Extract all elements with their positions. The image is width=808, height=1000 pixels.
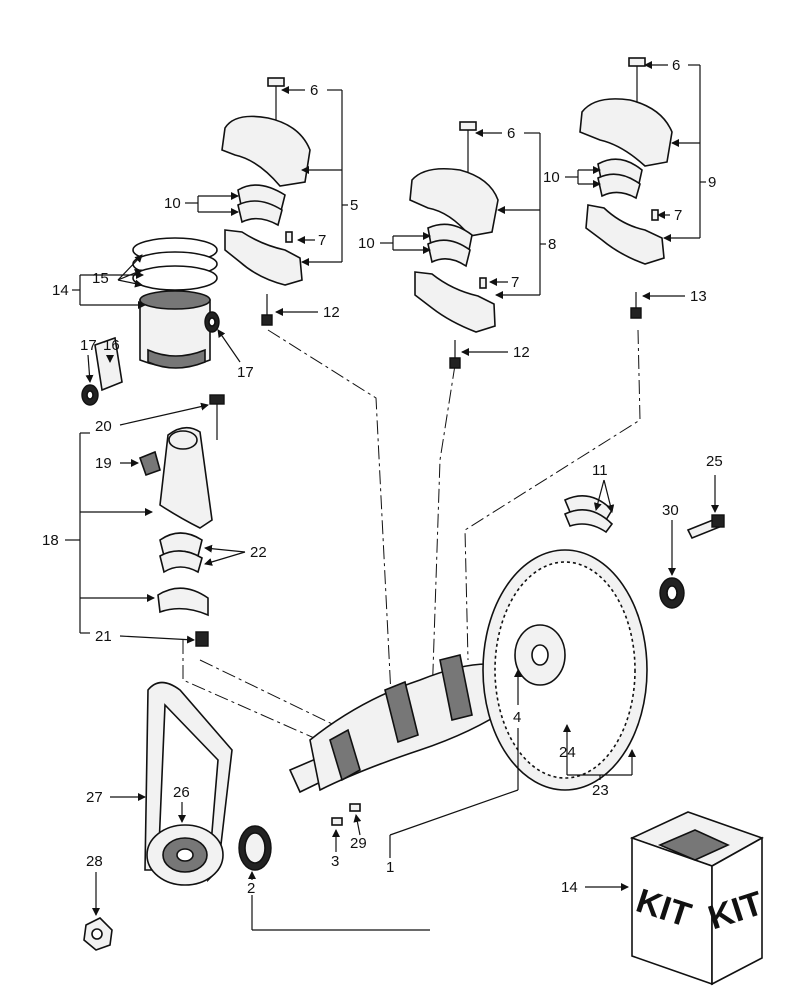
main-bearing-cap-8: [409, 121, 499, 369]
callout-7: 7: [674, 207, 682, 224]
callout-3: 3: [331, 853, 339, 870]
callout-6: 6: [310, 82, 318, 99]
callout-1: 1: [386, 859, 394, 876]
callout-2: 2: [247, 880, 255, 897]
callout-7: 7: [511, 274, 519, 291]
callout-28: 28: [86, 853, 103, 870]
callout-6: 6: [507, 125, 515, 142]
callout-4: 4: [513, 709, 521, 726]
leader-lines: [65, 61, 719, 931]
flywheel: [482, 549, 648, 791]
callout-13: 13: [690, 288, 707, 305]
belt-and-pulley: [83, 681, 233, 951]
callout-labels: 6 5 10 7 12 6 8 10 7 12 6 9 10 7 13 15 1…: [42, 57, 723, 897]
callout-8: 8: [548, 236, 556, 253]
callout-10: 10: [543, 169, 560, 186]
crankshaft: [238, 646, 523, 871]
callout-18: 18: [42, 532, 59, 549]
callout-27: 27: [86, 789, 103, 806]
callout-17: 17: [237, 364, 254, 381]
callout-21: 21: [95, 628, 112, 645]
callout-15: 15: [92, 270, 109, 287]
callout-12: 12: [513, 344, 530, 361]
callout-17: 17: [80, 337, 97, 354]
alignment-lines: [182, 329, 641, 746]
callout-25: 25: [706, 453, 723, 470]
callout-22: 22: [250, 544, 267, 561]
kit-box: KIT KIT: [629, 811, 768, 986]
piston-assembly: [81, 237, 220, 406]
callout-26: 26: [173, 784, 190, 801]
callout-6: 6: [672, 57, 680, 74]
thrust-washers-and-bolt: [563, 494, 725, 609]
callout-20: 20: [95, 418, 112, 435]
callout-16: 16: [103, 337, 120, 354]
callout-11: 11: [592, 462, 608, 479]
main-bearing-cap-9: [579, 57, 673, 319]
callout-19: 19: [95, 455, 112, 472]
callout-29: 29: [350, 835, 367, 852]
callout-5: 5: [350, 197, 358, 214]
callout-7: 7: [318, 232, 326, 249]
connecting-rod-assembly: [138, 394, 225, 647]
main-bearing-cap-5: [221, 77, 311, 326]
callout-9: 9: [708, 174, 716, 191]
callout-14: 14: [52, 282, 69, 299]
callout-10: 10: [164, 195, 181, 212]
callout-12: 12: [323, 304, 340, 321]
callout-30: 30: [662, 502, 679, 519]
callout-10: 10: [358, 235, 375, 252]
callout-14: 14: [561, 879, 578, 896]
callout-24: 24: [559, 744, 576, 761]
callout-23: 23: [592, 782, 609, 799]
